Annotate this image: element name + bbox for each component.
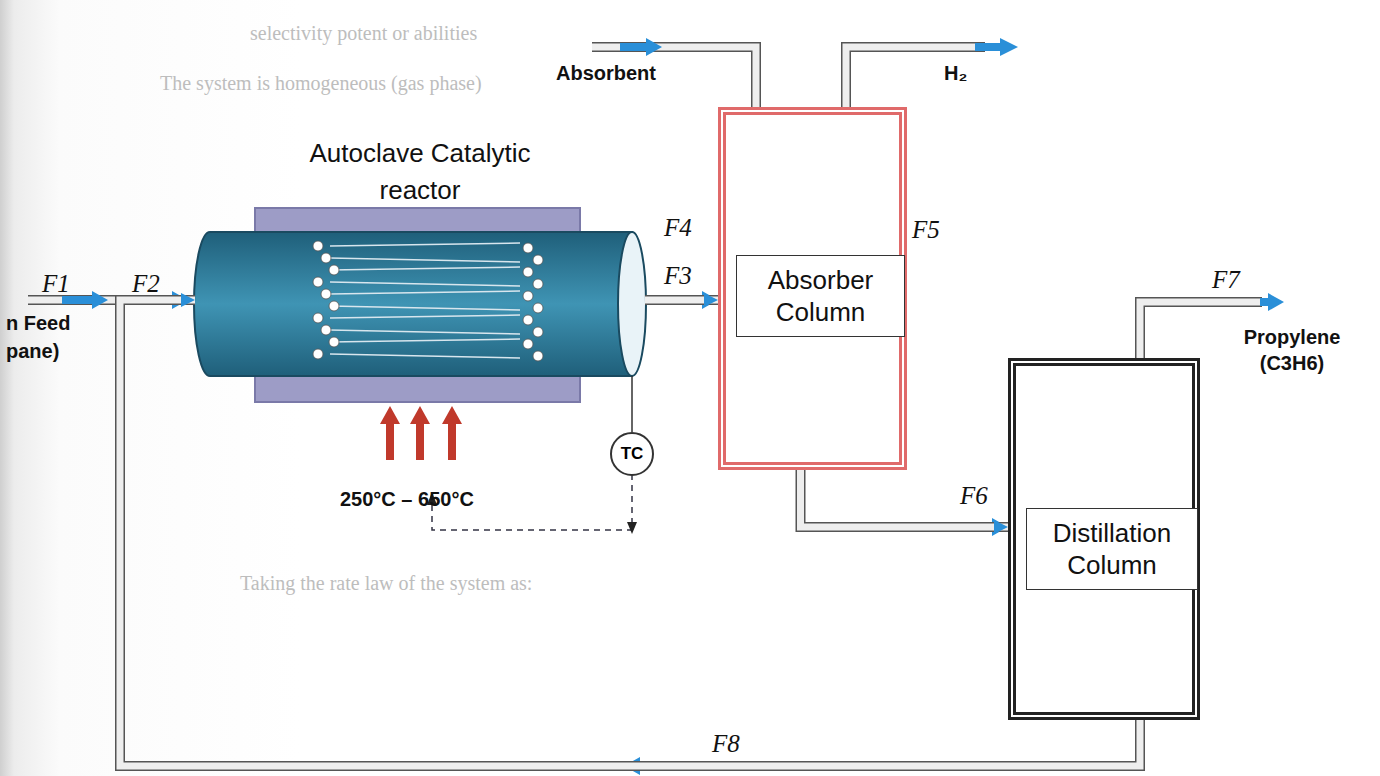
reactor-node: Autoclave Catalytic reactor xyxy=(195,135,645,380)
tube-end xyxy=(329,337,339,347)
column-label: Distillation Column xyxy=(1026,508,1198,590)
tube-end xyxy=(321,289,331,299)
background-text: selectivity potent or abilities xyxy=(250,22,477,45)
tube-end xyxy=(533,351,543,361)
stream-label: F8 xyxy=(712,730,740,758)
reactor-shell xyxy=(194,232,632,376)
reactor-tubes xyxy=(313,241,543,361)
tube-line xyxy=(330,291,520,294)
stream-label: F7 xyxy=(1212,266,1240,294)
tube-end xyxy=(523,339,533,349)
tube-end xyxy=(321,325,331,335)
process-stream xyxy=(801,470,1009,527)
absorber-column: Absorber Column xyxy=(718,107,907,470)
flow-arrow xyxy=(620,38,662,56)
arrow-path xyxy=(645,300,718,301)
tube-end xyxy=(313,349,323,359)
controller-tag: TC xyxy=(612,434,652,474)
flow-arrow xyxy=(1260,293,1284,311)
stream-label: F4 xyxy=(664,214,692,242)
tube-end xyxy=(523,267,533,277)
process-stream xyxy=(120,300,1140,766)
pipe-outline xyxy=(801,470,1009,527)
heat-arrow xyxy=(410,406,430,460)
stream-label: F6 xyxy=(960,482,988,510)
heat-arrow xyxy=(442,406,462,460)
process-stream xyxy=(645,300,718,301)
control-arrow xyxy=(627,522,637,534)
tube-line xyxy=(330,354,520,358)
tube-end xyxy=(533,303,543,313)
hydrogen-pipe xyxy=(846,47,985,110)
arrow-path xyxy=(120,300,1140,766)
tube-line xyxy=(330,258,520,262)
tube-end xyxy=(533,327,543,337)
absorbent-label: Absorbent xyxy=(556,62,656,85)
stream-label: F3 xyxy=(664,262,692,290)
background-text: Taking the rate law of the system as: xyxy=(240,572,532,595)
arrow-path xyxy=(801,470,1009,527)
pipe-outline xyxy=(631,376,633,432)
column-label: Absorber Column xyxy=(736,255,905,337)
pipe-core xyxy=(801,470,1009,527)
tube-end xyxy=(313,313,323,323)
feed-label: n Feed xyxy=(6,312,70,335)
pipe-core xyxy=(120,300,1140,766)
tube-end xyxy=(329,301,339,311)
pipe-outline xyxy=(120,300,1140,766)
reactor-end xyxy=(618,232,646,376)
heat-arrow xyxy=(380,406,400,460)
background-text: The system is homogeneous (gas phase) xyxy=(160,72,482,95)
reactor-title: Autoclave Catalytic reactor xyxy=(300,135,540,209)
product-label: Propylene (C3H6) xyxy=(1222,324,1362,376)
tube-line xyxy=(330,282,520,286)
tube-line xyxy=(330,267,520,270)
tube-line xyxy=(330,315,520,318)
tube-end xyxy=(523,315,533,325)
pipe-core xyxy=(645,297,718,304)
temperature-range: 250°C – 650°C xyxy=(340,488,474,511)
distillation-column: Distillation Column xyxy=(1008,358,1200,720)
process-stream xyxy=(632,376,633,432)
flow-arrow xyxy=(975,38,1018,56)
tube-end xyxy=(329,265,339,275)
tube-end xyxy=(523,291,533,301)
hydrogen-label: H₂ xyxy=(944,62,967,85)
tube-line xyxy=(330,306,520,310)
pipe-outline xyxy=(645,295,718,305)
stream-label: F5 xyxy=(912,216,940,244)
tube-end xyxy=(533,255,543,265)
feed-label: pane) xyxy=(6,340,59,363)
tube-end xyxy=(533,279,543,289)
tube-end xyxy=(313,241,323,251)
tube-line xyxy=(330,243,520,246)
stream-label: F2 xyxy=(132,270,160,298)
tube-line xyxy=(330,339,520,342)
controller-circle: TC xyxy=(610,432,654,476)
tube-end xyxy=(321,253,331,263)
tube-end xyxy=(523,243,533,253)
tube-line xyxy=(330,330,520,334)
hydrogen-pipe-core xyxy=(846,47,985,110)
stream-label: F1 xyxy=(42,270,70,298)
tube-end xyxy=(313,277,323,287)
